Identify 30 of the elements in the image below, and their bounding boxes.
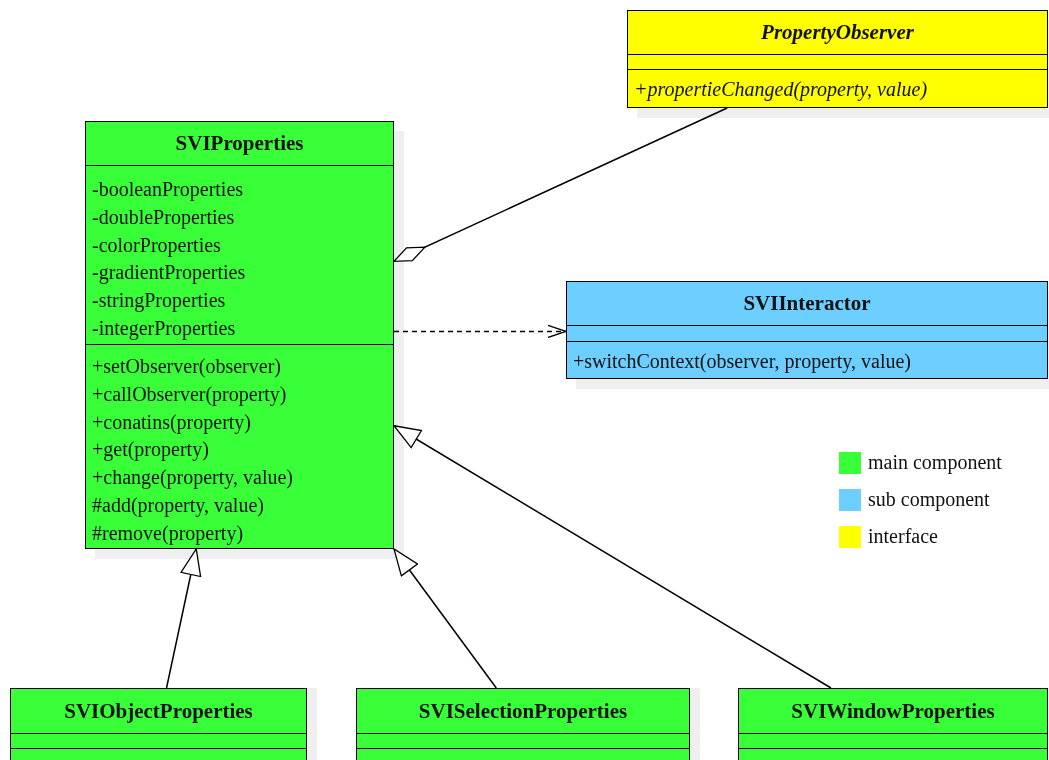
attribute-text: -colorProperties	[91, 232, 222, 259]
method-text: +get(property)	[91, 437, 210, 463]
legend-label: main component	[868, 451, 1002, 474]
attribute-text: -stringProperties	[91, 288, 227, 314]
method-text: #remove(property)	[91, 520, 245, 547]
method-text: +setObserver(observer)	[91, 354, 282, 380]
attribute-text: -integerProperties	[91, 316, 237, 342]
class-name: SVIObjectProperties	[63, 698, 254, 725]
method-text: +callObserver(property)	[91, 381, 288, 408]
class-box	[738, 688, 1048, 760]
class-name: SVISelectionProperties	[417, 698, 629, 725]
aggregation-line	[393, 107, 728, 263]
method-text: +conatins(property)	[91, 409, 252, 436]
legend-label: interface	[868, 525, 938, 548]
legend-label: sub component	[868, 488, 990, 511]
method-text: +propertieChanged(property, value)	[633, 77, 929, 103]
attribute-text: -gradientProperties	[91, 260, 247, 286]
inheritance-arrow	[165, 548, 202, 689]
method-text: +change(property, value)	[91, 465, 294, 491]
dependency-arrow	[393, 324, 567, 339]
method-text: +switchContext(observer, property, value)	[572, 349, 912, 375]
class-name: PropertyObserver	[760, 19, 915, 46]
class-name: SVIInteractor	[742, 290, 872, 317]
attribute-text: -booleanProperties	[91, 177, 245, 203]
class-name: SVIProperties	[174, 130, 305, 157]
class-name: SVIWindowProperties	[790, 698, 996, 725]
method-text: #add(property, value)	[91, 493, 265, 519]
attribute-text: -doubleProperties	[91, 204, 236, 231]
inheritance-arrow	[393, 425, 832, 689]
inheritance-arrow	[393, 548, 498, 689]
